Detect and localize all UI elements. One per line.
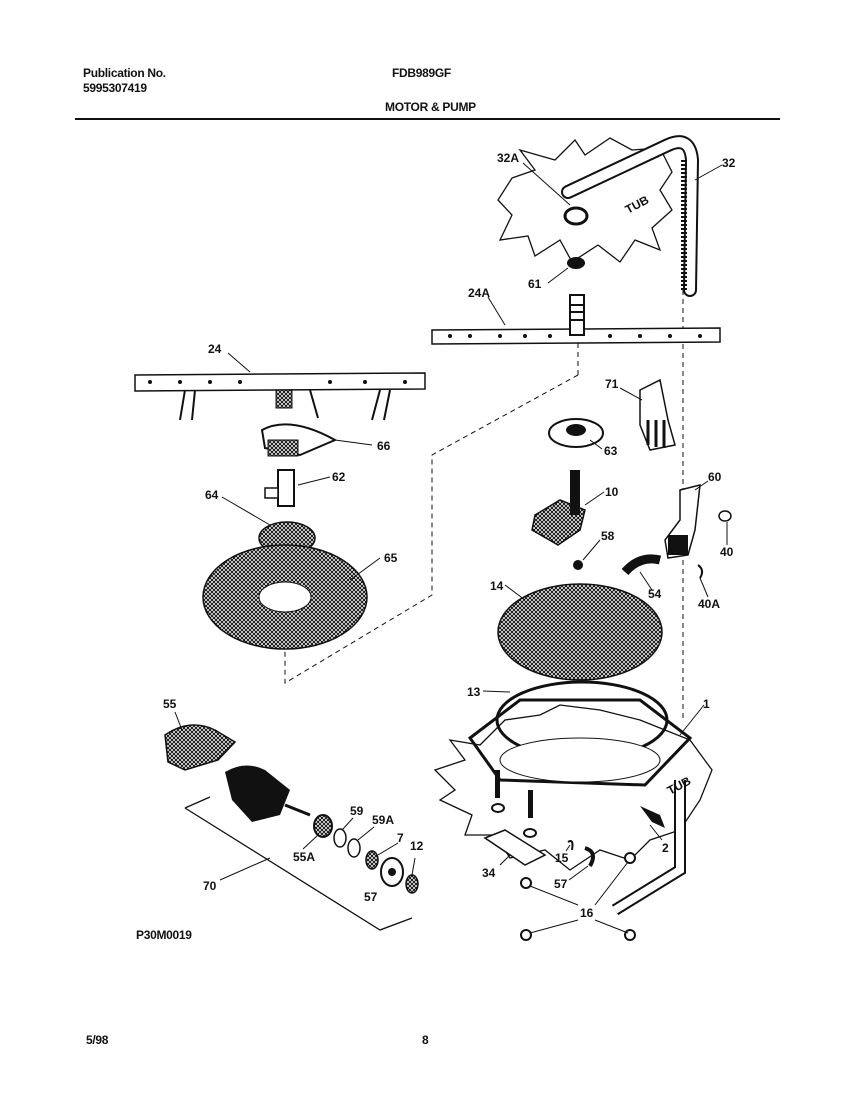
page-number: 8 <box>422 1033 429 1047</box>
callout-61: 61 <box>528 277 542 291</box>
section-title: MOTOR & PUMP <box>385 100 476 114</box>
callout-2: 2 <box>662 841 669 855</box>
nut-16 <box>520 877 532 889</box>
part-55 <box>164 724 237 771</box>
part-40A <box>697 564 704 579</box>
callout-13: 13 <box>467 685 481 699</box>
screw <box>528 790 533 818</box>
callout-14: 14 <box>490 579 504 593</box>
callout-7: 7 <box>397 831 404 845</box>
callout-40A: 40A <box>698 597 720 611</box>
callout-60: 60 <box>708 470 722 484</box>
callout-55: 55 <box>163 697 177 711</box>
callout-58: 58 <box>601 529 615 543</box>
footer-date: 5/98 <box>86 1033 109 1047</box>
callout-62: 62 <box>332 470 346 484</box>
callout-71: 71 <box>605 377 619 391</box>
filter-14 <box>497 583 663 681</box>
callout-70: 70 <box>203 879 217 893</box>
part-59 <box>333 828 347 848</box>
header-divider <box>75 118 780 120</box>
leader-lines <box>174 162 728 934</box>
part-2 <box>640 806 665 828</box>
part-58 <box>573 560 583 570</box>
motor-rotor <box>225 765 290 822</box>
part-62 <box>277 469 295 507</box>
model-number: FDB989GF <box>392 66 451 80</box>
callout-55A: 55A <box>293 850 315 864</box>
callout-32A: 32A <box>497 151 519 165</box>
callout-24: 24 <box>208 342 222 356</box>
callout-34: 34 <box>482 866 496 880</box>
publication-number: 5995307419 <box>83 81 147 95</box>
guide-line <box>284 374 579 684</box>
tube-seal <box>563 206 589 226</box>
part-59A <box>347 838 361 858</box>
part-55A <box>313 814 333 838</box>
callout-15: 15 <box>555 851 569 865</box>
callout-10: 10 <box>605 485 619 499</box>
callout-40: 40 <box>720 545 734 559</box>
lower-spray-arm <box>134 372 426 392</box>
nut-16 <box>520 929 532 941</box>
screw <box>495 770 500 798</box>
part-70-bracket <box>184 796 413 931</box>
callout-64: 64 <box>205 488 219 502</box>
spray-arm-hub <box>569 294 585 336</box>
callout-63: 63 <box>604 444 618 458</box>
figure-code: P30M0019 <box>136 928 192 942</box>
part-34 <box>483 829 547 866</box>
callout-16: 16 <box>580 906 594 920</box>
part-7 <box>365 850 379 870</box>
part-40 <box>718 510 732 522</box>
callout-66: 66 <box>377 439 391 453</box>
callout-1: 1 <box>703 697 710 711</box>
callout-57-lower: 57 <box>554 877 568 891</box>
publication-label: Publication No. <box>83 66 166 80</box>
nut-61 <box>567 257 585 269</box>
part-57 <box>584 846 596 867</box>
nut-16 <box>624 852 636 864</box>
callout-24A: 24A <box>468 286 490 300</box>
part-12 <box>405 874 419 894</box>
callout-32: 32 <box>722 156 736 170</box>
callout-59A: 59A <box>372 813 394 827</box>
callout-57-motor: 57 <box>364 890 378 904</box>
hose-54 <box>621 554 662 576</box>
callout-12: 12 <box>410 839 424 853</box>
callout-54: 54 <box>648 587 662 601</box>
callout-65: 65 <box>384 551 398 565</box>
part-15 <box>567 840 574 851</box>
nut-16 <box>624 929 636 941</box>
callout-59: 59 <box>350 804 364 818</box>
